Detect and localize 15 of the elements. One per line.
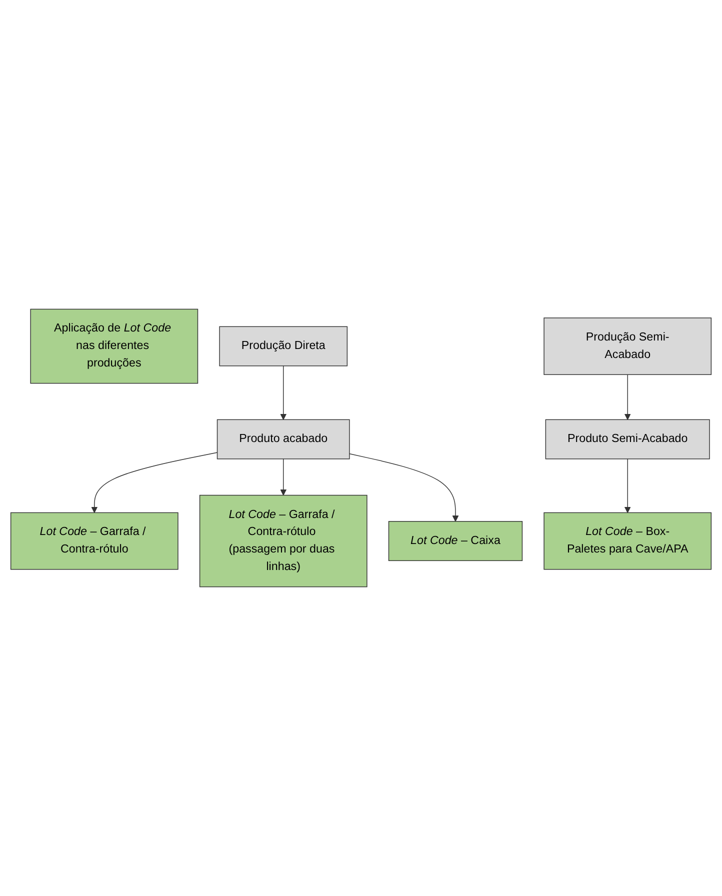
- arrow: [280, 458, 287, 496]
- node-box: Produto acabado: [216, 419, 350, 460]
- arrow: [624, 458, 631, 513]
- arrow: [280, 366, 287, 420]
- node-box: Lot Code – Box-Paletes para Cave/APA: [544, 512, 712, 570]
- node-box: Lot Code – Caixa: [388, 521, 523, 562]
- node-box: Aplicação de Lot Code nas diferentes produções: [30, 308, 198, 384]
- node-box: Lot Code – Garrafa / Contra-rótulo: [10, 512, 178, 570]
- node-box: Produto Semi-Acabado: [545, 419, 710, 460]
- node-box: Lot Code – Garrafa / Contra-rótulo (passagem por duas linhas): [199, 494, 368, 588]
- arrow: [349, 453, 459, 522]
- arrow: [624, 374, 631, 420]
- node-box: Produção Direta: [219, 326, 348, 366]
- node-box: Produção Semi-Acabado: [544, 318, 712, 375]
- arrow: [91, 452, 218, 513]
